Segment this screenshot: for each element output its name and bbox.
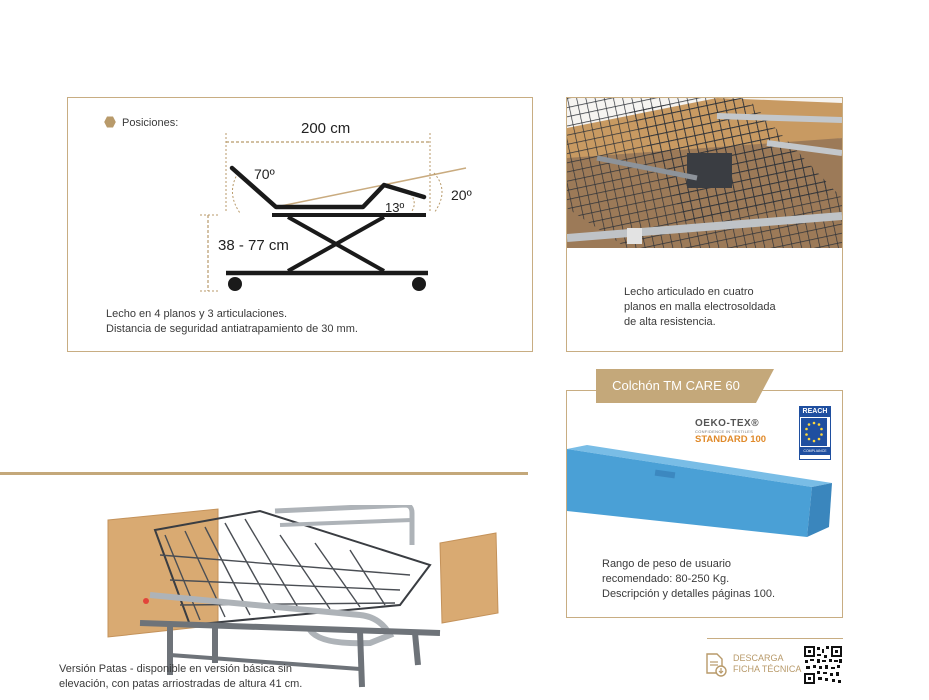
tag-shape xyxy=(596,369,774,403)
back-angle-label: 70º xyxy=(254,166,275,182)
reach-compliance: COMPLIANCE xyxy=(800,447,830,455)
frame-mesh-photo xyxy=(567,98,842,248)
positions-label: Posiciones: xyxy=(122,117,179,129)
section-divider xyxy=(0,472,528,475)
positions-caption-line: Lecho en 4 planos y 3 articulaciones. xyxy=(106,308,288,320)
mattress-caption-line: recomendado: 80-250 Kg. xyxy=(602,573,730,585)
oeko-tex-standard: STANDARD 100 xyxy=(695,434,767,445)
height-range-label: 38 - 77 cm xyxy=(218,237,289,254)
bed-caption-line: elevación, con patas arriostradas de alt… xyxy=(59,678,303,690)
eu-stars-icon xyxy=(801,418,827,446)
mattress-product-name: Colchón TM CARE 60 xyxy=(612,378,740,393)
frame-caption: Lecho articulado en cuatro planos en mal… xyxy=(624,285,776,330)
mattress-caption: Rango de peso de usuario recomendado: 80… xyxy=(602,557,775,602)
frame-caption-line: Lecho articulado en cuatro xyxy=(624,286,754,298)
bed-positions-diagram xyxy=(200,133,467,292)
reach-logo: REACH COMPLIANCE xyxy=(799,406,831,460)
foot-angle-label: 20º xyxy=(451,187,472,203)
hexagon-bullet-icon xyxy=(104,116,116,128)
mattress-product-tag: Colchón TM CARE 60 xyxy=(596,369,774,403)
download-link[interactable]: DESCARGA FICHA TÉCNICA xyxy=(733,653,801,675)
frame-caption-line: planos en malla electrosoldada xyxy=(624,301,776,313)
bed-photo xyxy=(107,505,499,688)
frame-panel: Lecho articulado en cuatro planos en mal… xyxy=(566,97,843,352)
download-line-2: FICHA TÉCNICA xyxy=(733,664,802,674)
positions-panel: Posiciones: 200 cm 70º 13º 20º 38 - 77 c… xyxy=(67,97,533,352)
mattress-caption-line: Rango de peso de usuario xyxy=(602,558,732,570)
mattress-caption-line: Descripción y detalles páginas 100. xyxy=(602,588,776,600)
bed-photo-caption: Versión Patas - disponible en versión bá… xyxy=(59,662,302,692)
knee-angle-label: 13º xyxy=(385,200,405,215)
qr-code-icon[interactable] xyxy=(803,645,843,685)
reach-title: REACH xyxy=(800,407,830,417)
bed-caption-line: Versión Patas - disponible en versión bá… xyxy=(59,663,292,675)
mattress-panel: OEKO-TEX® CONFIDENCE IN TEXTILES STANDAR… xyxy=(566,390,843,618)
frame-caption-line: de alta resistencia. xyxy=(624,316,716,328)
document-download-icon[interactable] xyxy=(705,653,727,677)
positions-caption: Lecho en 4 planos y 3 articulaciones. Di… xyxy=(106,307,358,337)
oeko-tex-logo: OEKO-TEX® CONFIDENCE IN TEXTILES STANDAR… xyxy=(695,418,785,450)
oeko-tex-subtitle: CONFIDENCE IN TEXTILES xyxy=(695,429,754,434)
width-measure-label: 200 cm xyxy=(301,120,351,137)
mattress-image xyxy=(567,445,832,537)
download-line-1: DESCARGA xyxy=(733,653,784,663)
download-divider xyxy=(707,638,843,639)
positions-caption-line: Distancia de seguridad antiatrapamiento … xyxy=(106,323,358,335)
oeko-tex-title: OEKO-TEX® xyxy=(695,418,760,429)
